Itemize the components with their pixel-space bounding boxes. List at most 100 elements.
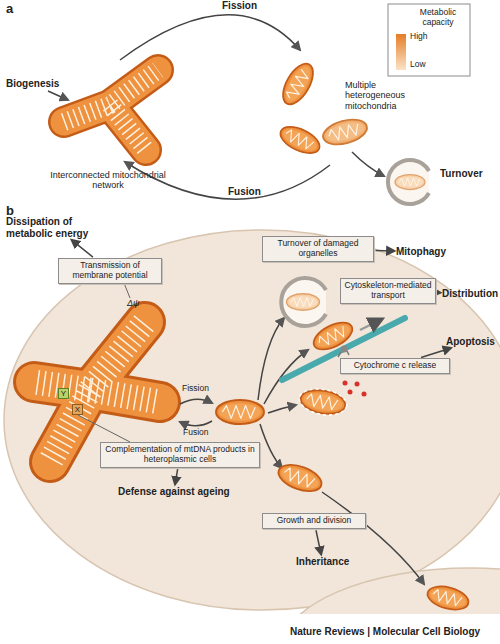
callout-box: Cytoskeleton-mediated transport bbox=[340, 278, 436, 304]
fate-arrows bbox=[268, 405, 296, 413]
leader-lines bbox=[78, 283, 130, 442]
arrow-connector bbox=[175, 469, 178, 485]
mitochondrial-network bbox=[34, 322, 160, 462]
fission-fusion-arrows bbox=[180, 399, 212, 404]
autophagosome bbox=[388, 160, 429, 204]
heterogeneous-mitochondria bbox=[320, 115, 369, 148]
outcome-label: Distribution bbox=[442, 288, 498, 300]
legend-swatch bbox=[396, 34, 406, 52]
mitochondrial-network bbox=[64, 70, 158, 150]
annotation: Interconnected mitochondrial network bbox=[48, 170, 168, 191]
arrow-connector bbox=[375, 250, 394, 252]
apoptotic-mitochondrion bbox=[355, 382, 360, 387]
fate-arrows bbox=[260, 424, 282, 468]
node-text: Growth and division bbox=[266, 516, 362, 526]
node-text: Inheritance bbox=[296, 556, 349, 568]
legend-text: High bbox=[410, 32, 427, 42]
cycle-arrows bbox=[352, 152, 384, 176]
callout-box: Growth and division bbox=[262, 513, 366, 529]
outcome-label: Apoptosis bbox=[446, 336, 495, 348]
autophagosome bbox=[388, 160, 429, 204]
cycle-arrows bbox=[125, 162, 330, 199]
mitochondrion bbox=[216, 400, 264, 424]
apoptotic-mitochondrion bbox=[343, 381, 348, 386]
node-text: Mitophagy bbox=[396, 246, 446, 258]
legend-box bbox=[388, 4, 470, 76]
symbol-label: Δψ bbox=[127, 298, 140, 308]
mitochondrial-network bbox=[64, 70, 158, 150]
arrow-connector bbox=[316, 530, 321, 554]
node-text: Y bbox=[59, 389, 68, 398]
fission-fusion-arrows bbox=[180, 421, 212, 426]
callout-box: Cytochrome c release bbox=[340, 358, 450, 374]
outcome-label: Defense against ageing bbox=[118, 486, 230, 498]
process-label: Biogenesis bbox=[6, 78, 59, 90]
legend-title: Metabolic capacity bbox=[408, 8, 468, 28]
leader-lines bbox=[78, 415, 130, 442]
cycle-arrows bbox=[48, 91, 68, 100]
process-label: Fission bbox=[182, 384, 209, 394]
legend-swatch bbox=[396, 52, 406, 70]
microtubule-transport bbox=[338, 351, 349, 357]
process-label: Fusion bbox=[228, 186, 261, 198]
gene-product-box: Y bbox=[58, 388, 69, 399]
node-text: Complementation of mtDNA products in het… bbox=[104, 445, 256, 465]
outcome-label: Mitophagy bbox=[396, 246, 446, 258]
autophagosome bbox=[287, 294, 320, 311]
node-text: Turnover of damaged organelles bbox=[266, 239, 370, 259]
mitochondrial-network bbox=[34, 322, 160, 462]
legend-gradient bbox=[396, 34, 406, 70]
cells bbox=[4, 230, 500, 610]
mitochondrial-network bbox=[34, 322, 160, 462]
outcome-label: Inheritance bbox=[296, 556, 349, 568]
panel-letter: b bbox=[6, 204, 14, 219]
journal-credit: Nature Reviews | Molecular Cell Biology bbox=[290, 626, 480, 638]
node-text: Dissipation of metabolic energy bbox=[6, 216, 106, 239]
callout-box: Complementation of mtDNA products in het… bbox=[100, 442, 260, 468]
cycle-arrows bbox=[48, 15, 384, 199]
outcome-label: Dissipation of metabolic energy bbox=[6, 216, 106, 239]
cells bbox=[425, 582, 471, 613]
arrow-connector bbox=[72, 240, 93, 257]
process-label: Turnover bbox=[440, 168, 483, 180]
heterogeneous-mitochondria bbox=[277, 59, 319, 109]
callout-box: Turnover of damaged organelles bbox=[262, 236, 374, 262]
callout-box: Transmission of membrane potential bbox=[58, 258, 162, 284]
leader-lines bbox=[124, 283, 130, 298]
mitochondrial-network bbox=[64, 70, 158, 150]
node-text: X bbox=[73, 405, 82, 414]
cycle-arrows bbox=[120, 15, 300, 60]
cells bbox=[280, 568, 500, 614]
apoptotic-mitochondrion bbox=[362, 392, 367, 397]
autophagosome bbox=[281, 278, 326, 326]
node-text: Cytoskeleton-mediated transport bbox=[344, 281, 432, 301]
node-text: Cytochrome c release bbox=[344, 361, 446, 371]
node-text: Apoptosis bbox=[446, 336, 495, 348]
microtubule-transport bbox=[360, 319, 382, 330]
dividing-mitochondrion bbox=[275, 460, 325, 497]
microtubule-transport bbox=[310, 317, 357, 355]
process-label: Fission bbox=[222, 0, 257, 12]
fate-arrows bbox=[258, 318, 284, 400]
fission-fusion-arrows bbox=[180, 399, 212, 426]
fate-arrows bbox=[322, 492, 424, 584]
node-text: Distribution bbox=[442, 288, 498, 300]
node-text: Defense against ageing bbox=[118, 486, 230, 498]
apoptotic-mitochondrion bbox=[297, 381, 366, 419]
heterogeneous-mitochondria bbox=[277, 122, 324, 159]
process-label: Fusion bbox=[183, 428, 209, 438]
node-text: Transmission of membrane potential bbox=[62, 261, 158, 281]
mitochondrial-network bbox=[64, 70, 158, 150]
legend-box bbox=[388, 4, 470, 76]
legend-text: Low bbox=[410, 60, 426, 70]
mitochondrial-network bbox=[34, 322, 160, 462]
apoptotic-mitochondrion bbox=[297, 386, 349, 419]
apoptotic-mitochondrion bbox=[348, 390, 353, 395]
panel-letter: a bbox=[6, 2, 13, 17]
arrow-connector bbox=[421, 348, 451, 358]
autophagosome bbox=[281, 278, 326, 326]
cells bbox=[4, 230, 500, 614]
